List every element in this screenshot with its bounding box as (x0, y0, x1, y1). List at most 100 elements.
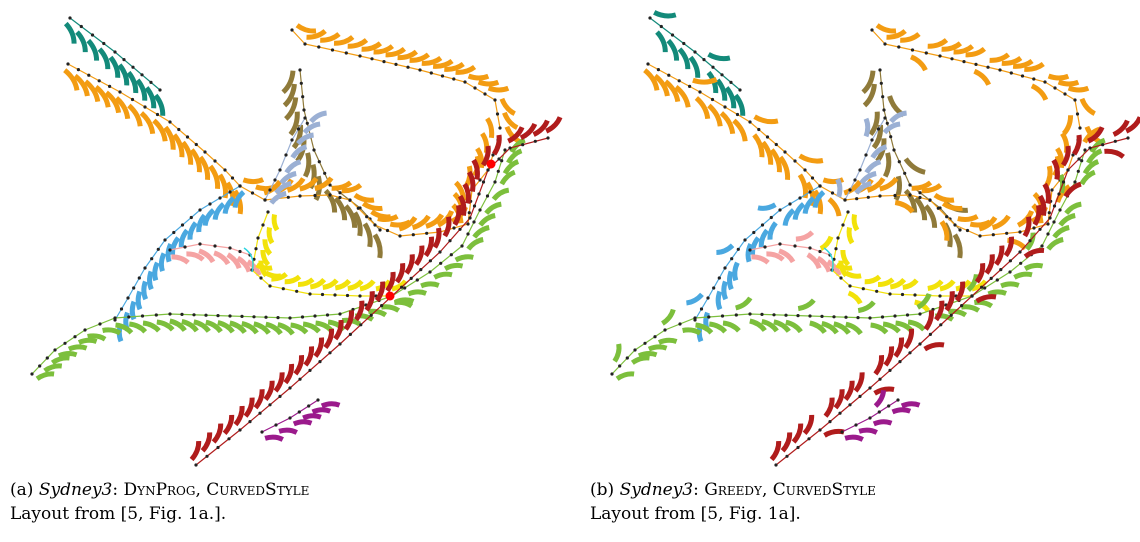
station-dot (1053, 86, 1057, 90)
station-label-bar (43, 363, 63, 373)
station-dot (418, 68, 422, 72)
station-label-bar (1012, 58, 1034, 69)
station-dot (978, 234, 982, 238)
station-label-bar (432, 58, 454, 69)
station-dot (1113, 139, 1117, 143)
station-label-bar (271, 214, 280, 232)
station-dot (521, 143, 525, 147)
station-label-bar (991, 214, 1011, 231)
station-label-bar (882, 321, 901, 334)
station-dot (980, 285, 984, 289)
metro-line-blue (686, 184, 826, 343)
station-dot (218, 196, 222, 200)
station-label-bar (916, 293, 932, 310)
station-label-bar (313, 337, 325, 358)
station-label-bar (715, 78, 728, 101)
station-dot (240, 314, 244, 318)
station-dot (1080, 159, 1084, 163)
station-dot (323, 171, 327, 175)
station-label-bar (502, 159, 520, 175)
station-label-bar (812, 189, 824, 215)
station-label-bar (407, 289, 427, 297)
station-dot (213, 159, 217, 163)
station-dot (409, 276, 413, 280)
station-dot (203, 150, 207, 154)
station-dot (177, 127, 181, 132)
style-name: CurvedStyle (206, 480, 310, 500)
metro-map-b (610, 10, 1140, 467)
style-name: CurvedStyle (772, 480, 876, 500)
station-label-bar (758, 228, 770, 248)
station-label-bar (883, 346, 895, 367)
station-label-bar (812, 190, 826, 208)
station-dot (875, 289, 879, 293)
station-label-bar (364, 290, 375, 312)
station-label-bar (156, 319, 175, 332)
station-label-bar (791, 423, 804, 444)
station-label-bar (253, 389, 265, 410)
station-dot (238, 184, 242, 188)
station-label-bar (421, 55, 443, 66)
station-label-bar (882, 121, 901, 135)
station-label-bar (331, 180, 353, 191)
station-label-bar (87, 333, 107, 342)
station-label-bar (397, 49, 419, 61)
station-dot (281, 287, 285, 291)
station-dot (467, 211, 471, 215)
station-label-bar (952, 233, 963, 259)
station-label-bar (1057, 79, 1080, 87)
station-dot (45, 356, 49, 360)
station-dot (699, 307, 704, 311)
station-dot (150, 257, 154, 261)
station-label-bar (1060, 145, 1071, 167)
station-label-bar (385, 46, 407, 58)
station-dot (1058, 208, 1062, 212)
metro-line-yellow (819, 210, 988, 313)
station-dot (828, 420, 832, 424)
station-label-bar (1071, 134, 1082, 156)
station-dot (883, 116, 887, 120)
station-dot (68, 16, 72, 20)
station-dot (808, 190, 812, 194)
station-dot (958, 228, 962, 232)
station-label-bar (86, 38, 100, 61)
station-dot (843, 198, 847, 202)
station-dot (192, 313, 196, 317)
station-dot (848, 403, 852, 407)
station-label-bar (290, 144, 308, 159)
station-label-bar (761, 318, 779, 333)
station-label-bar (274, 181, 292, 195)
station-dot (707, 315, 711, 319)
station-dot (330, 48, 335, 52)
station-dot (999, 268, 1003, 272)
station-label-bar (443, 262, 464, 272)
route-path (879, 69, 961, 231)
station-label-bar (879, 176, 899, 192)
station-label-bar (485, 117, 495, 139)
station-dot (497, 157, 501, 161)
station-dot (486, 168, 490, 172)
station-label-bar (715, 290, 723, 311)
station-dot (254, 247, 258, 251)
station-dot (793, 159, 797, 163)
station-label-bar (205, 319, 223, 334)
station-dot (276, 316, 280, 320)
station-dot (1083, 148, 1087, 152)
metro-line-lightblue (835, 110, 907, 202)
station-dot (889, 135, 893, 139)
station-label-bar (900, 401, 921, 409)
station-dot (359, 323, 363, 327)
station-label-bar (373, 44, 395, 55)
station-dot (720, 314, 725, 318)
station-label-bar (782, 208, 796, 226)
station-dot (760, 312, 764, 316)
station-dot (228, 314, 232, 318)
station-dot (264, 315, 268, 319)
station-label-bar (208, 164, 221, 190)
station-dot (495, 112, 500, 116)
station-dot (266, 210, 270, 214)
station-label-bar (455, 64, 477, 75)
station-dot (481, 180, 486, 184)
station-label-bar (978, 216, 998, 232)
station-dot (995, 278, 999, 282)
